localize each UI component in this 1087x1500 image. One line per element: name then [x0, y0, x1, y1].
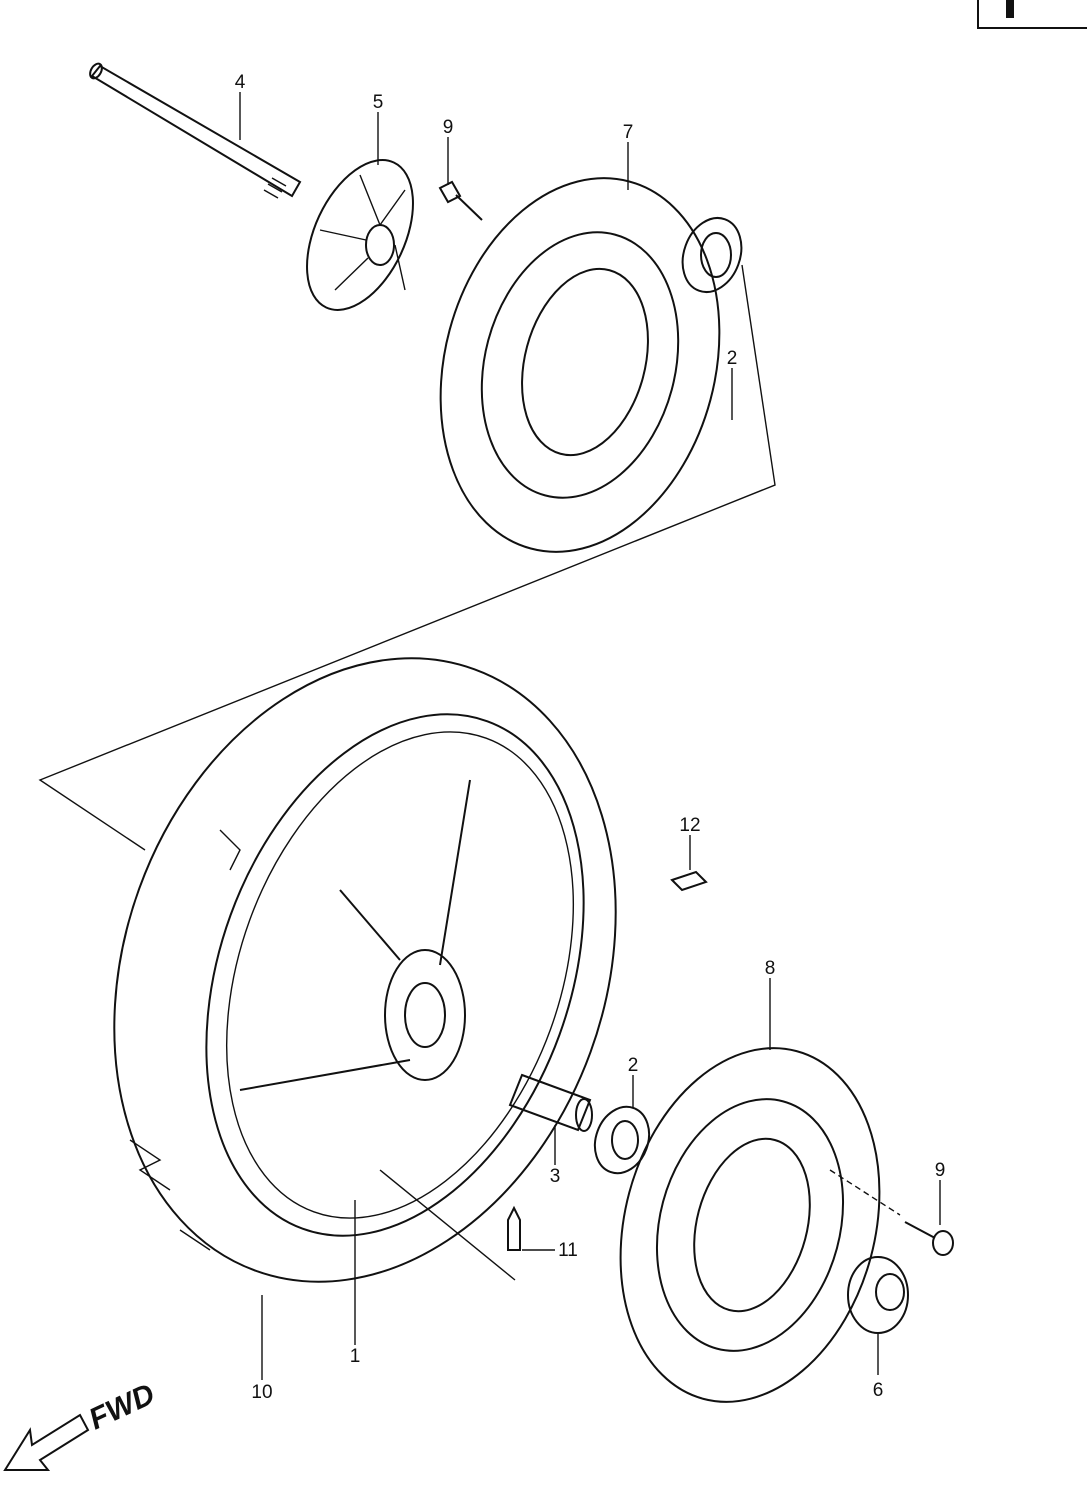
- brake-disc-part: [439, 177, 721, 553]
- callout-10: 10: [251, 1382, 272, 1403]
- bearing-part: [681, 217, 743, 293]
- callout-4: 4: [235, 72, 246, 93]
- spacer-part: [508, 1073, 593, 1132]
- bolt-part: [438, 180, 483, 221]
- callout-7: 7: [623, 122, 634, 143]
- direction-label: FWD: [84, 1378, 160, 1437]
- callout-2-top: 2: [727, 348, 738, 369]
- callout-11: 11: [558, 1240, 578, 1261]
- axle-part: [89, 62, 302, 199]
- plug-part: [670, 870, 708, 892]
- callout-8: 8: [765, 958, 776, 979]
- callout-9-bottom: 9: [935, 1160, 946, 1181]
- callout-9-top: 9: [443, 117, 454, 138]
- bearing-part-bottom: [593, 1105, 651, 1175]
- valve-part: [507, 1205, 521, 1251]
- callout-1: 1: [350, 1346, 361, 1367]
- callout-5: 5: [373, 92, 384, 113]
- page-index-mark: [1006, 0, 1014, 18]
- spoked-spacer-part: [306, 159, 414, 311]
- callout-6: 6: [873, 1380, 884, 1401]
- bolt-part-bottom: [904, 1221, 954, 1256]
- wheel-and-tire-part: [113, 657, 617, 1283]
- callout-12: 12: [679, 815, 700, 836]
- page-index-box: [977, 0, 1087, 29]
- callout-3: 3: [550, 1166, 561, 1187]
- callout-2-bottom: 2: [628, 1055, 639, 1076]
- forward-arrow-icon: [3, 1413, 90, 1471]
